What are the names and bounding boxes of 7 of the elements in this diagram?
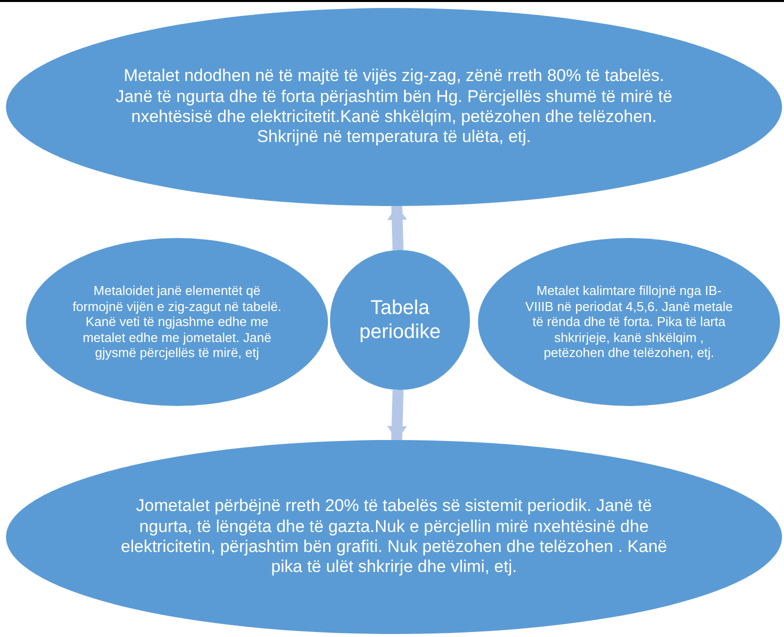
description-text: Jometalet përbëjnë rreth 20% të tabelës së sistemit periodik. Janë të ngurta, të lëngëta dhe të gazta.Nuk e përcjellin mirë nxehtësinë dhe elektricitetin, përjashtim bën grafiti. Nuk petëzohen dhe telëzohen . Kanë pika të ulët shkrirje dhe vlimi, etj.: [120, 496, 668, 578]
description-text: Metalet ndodhen në të majtë të vijës zig-zag, zënë rreth 80% të tabelës. Janë të ngurta dhe të forta përjashtim bën Hg. Përcjellës shumë të mirë të nxehtësisë dhe elektricitetit.Kanë shkëlqim, petëzohen dhe telëzohen. Shkrijnë në temperatura të ulëta, etj.: [114, 66, 674, 148]
block-arrow: [387, 206, 408, 250]
description-text: Metaloidet janë elementët që formojnë vijën e zig-zagut në tabelë. Kanë veti të ngjashme edhe me metalet edhe me jometalet. Janë gjysmë përcjellës të mirë, etj: [72, 283, 282, 361]
title-text: Tabela periodike: [358, 296, 442, 344]
block-arrow: [387, 390, 408, 440]
description-text: Metalet kalimtare fillojnë nga IB-VIIIB në periodat 4,5,6. Janë metale të rënda dhe të forta. Pika të larta shkrirjeje, kanë shkëlqim , petëzohen dhe telëzohen, etj.: [524, 283, 734, 361]
